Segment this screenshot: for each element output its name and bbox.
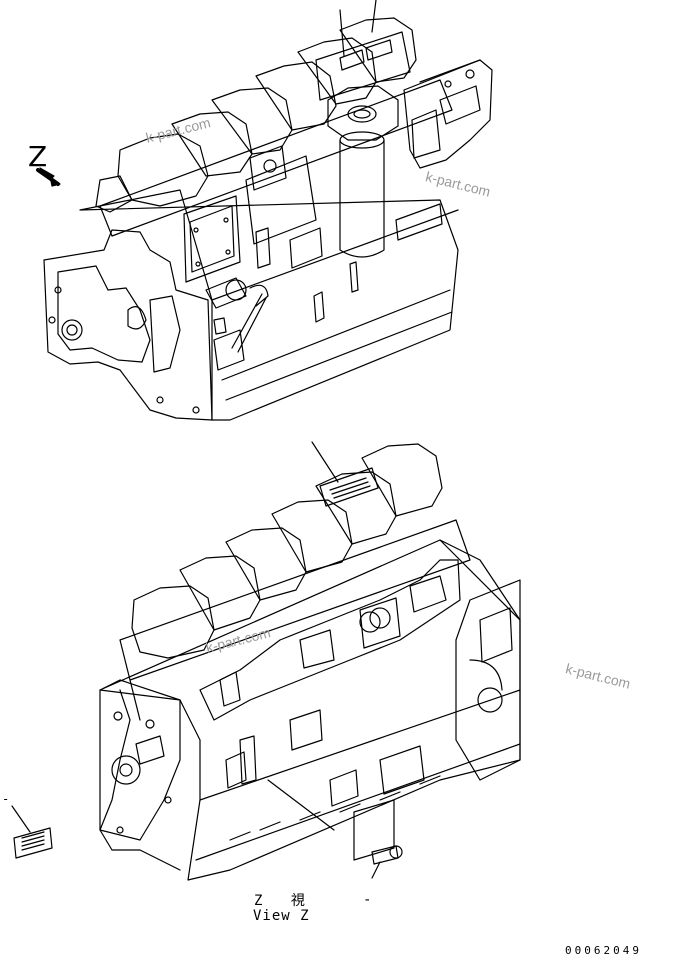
view-arrow-icon: [36, 167, 61, 187]
leader-line-top: [339, 9, 345, 57]
side-dash: -: [2, 792, 10, 806]
drawing-number: 00062049: [565, 944, 642, 957]
leader-line-top-2: [371, 0, 377, 33]
leader-line-nameplate: [311, 441, 339, 483]
nameplate-icon: [319, 467, 379, 507]
leader-line-label: [11, 805, 31, 833]
lower-engine-block: [99, 443, 521, 881]
label-plate-icon: [13, 827, 53, 859]
caption-dash: -: [363, 892, 372, 908]
filter-cartridge: [327, 85, 399, 258]
upper-engine-block: [43, 17, 493, 421]
view-caption-en: View Z: [253, 908, 310, 924]
leader-line-plate: [267, 779, 335, 831]
leader-line-bolt: [371, 861, 381, 879]
view-caption-jp: Z 視: [254, 893, 315, 909]
view-letter: Z: [28, 140, 48, 173]
